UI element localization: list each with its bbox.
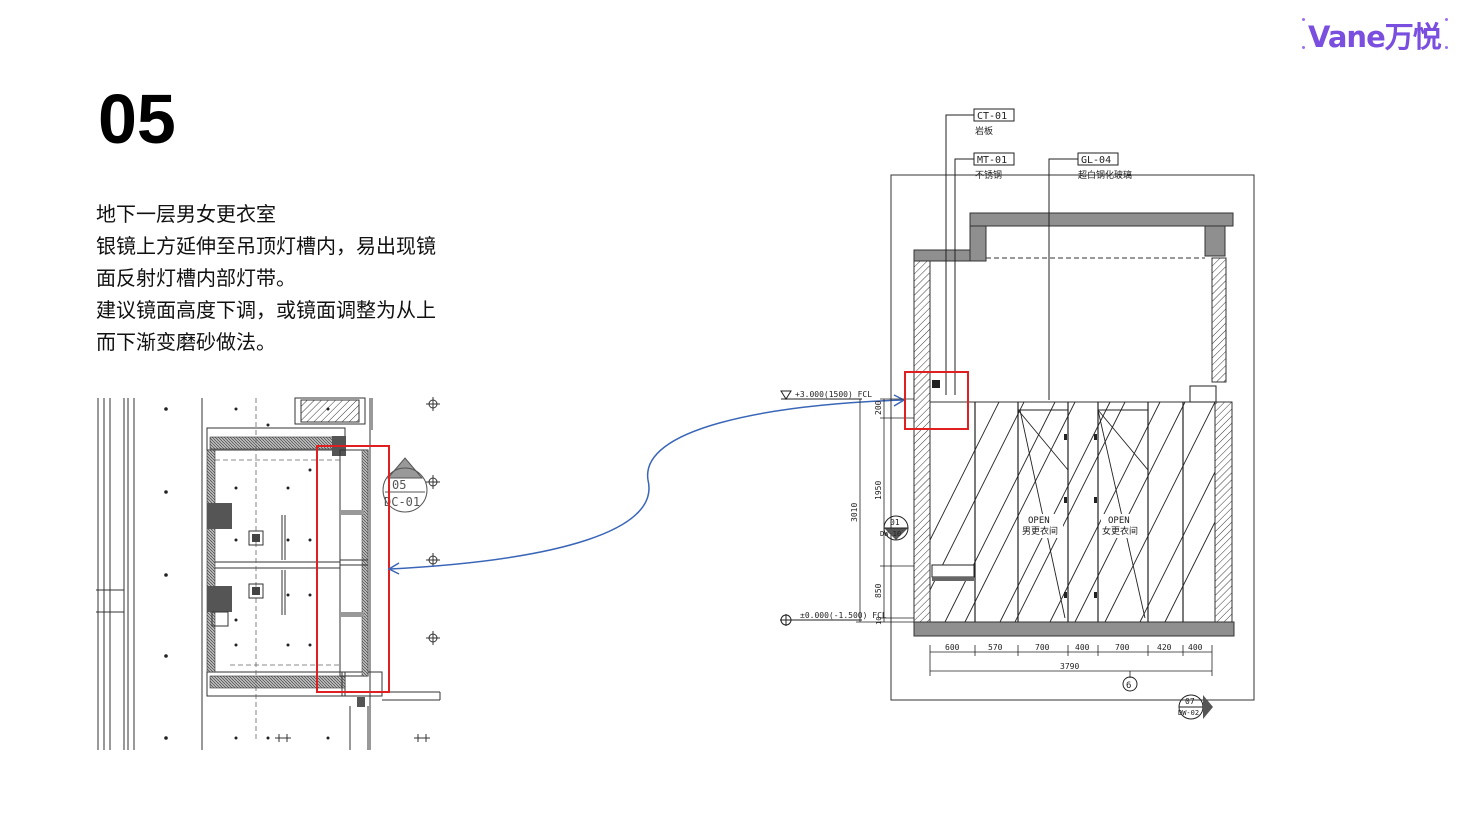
material-tag-code: GL-04 — [1081, 155, 1111, 166]
horizontal-dim: 700 — [1115, 643, 1130, 652]
material-tag-name: 不锈钢 — [975, 169, 1002, 181]
logo-dot — [1302, 46, 1305, 49]
horizontal-dim: 400 — [1188, 643, 1203, 652]
vertical-dim: 200 — [874, 400, 883, 415]
level-bottom-label: ±0.000(-1.500) FCL — [800, 611, 887, 620]
horizontal-dim: 420 — [1157, 643, 1172, 652]
description-line: 而下渐变磨砂做法。 — [96, 330, 276, 354]
brand-logo: Vane万悦 — [1300, 10, 1450, 56]
slide-number: 05 — [98, 80, 176, 158]
brand-logo-text: Vane万悦 — [1308, 20, 1442, 54]
material-tag-name: 岩板 — [975, 125, 993, 137]
material-tag-code: CT-01 — [977, 111, 1007, 122]
logo-dot — [1302, 18, 1305, 21]
elevation-drawing: OPEN 男更衣间 OPEN 女更衣间 CT-01 岩板 MT-01 不锈钢 G… — [780, 108, 1255, 720]
description-line: 银镜上方延伸至吊顶灯槽内，易出现镜 — [96, 234, 436, 258]
grid-label: 6 — [1126, 681, 1131, 691]
door-open-label: OPEN — [1028, 516, 1050, 526]
horizontal-dim: 570 — [988, 643, 1003, 652]
horizontal-dim: 600 — [945, 643, 960, 652]
elevation-highlight-box — [904, 371, 969, 430]
material-tag-code: MT-01 — [977, 155, 1007, 166]
plan-highlight-box — [316, 445, 390, 693]
door-name-label: 女更衣间 — [1102, 525, 1138, 537]
horizontal-dim: 400 — [1075, 643, 1090, 652]
total-width-dim: 3790 — [1060, 662, 1079, 671]
vertical-dim: 850 — [874, 583, 883, 598]
logo-dot — [1445, 18, 1448, 21]
section-tag-left-top: 01 — [890, 518, 900, 527]
section-tag-right-bottom: DW-02 — [1178, 709, 1199, 717]
description-line: 面反射灯槽内部灯带。 — [96, 266, 296, 290]
horizontal-dim: 700 — [1035, 643, 1050, 652]
description-line: 建议镜面高度下调，或镜面调整为从上 — [96, 298, 436, 322]
plan-section-tag-top: 05 — [392, 478, 406, 492]
total-height-dim: 3010 — [850, 503, 859, 522]
connector-arrow — [389, 399, 904, 570]
logo-dot — [1445, 46, 1448, 49]
connector-arrowhead-left — [387, 562, 400, 575]
section-tag-right-top: 07 — [1185, 697, 1195, 706]
description-block: 地下一层男女更衣室 银镜上方延伸至吊顶灯槽内，易出现镜 面反射灯槽内部灯带。 建… — [96, 198, 476, 358]
door-open-label: OPEN — [1108, 516, 1130, 526]
door-name-label: 男更衣间 — [1022, 525, 1058, 537]
floor-plan: 05 DC-01 — [96, 397, 441, 750]
level-top-label: +3.000(1500) FCL — [795, 390, 872, 399]
material-tag-name: 超白钢化玻璃 — [1078, 169, 1132, 181]
vertical-dim: 10 — [875, 617, 883, 625]
description-line: 地下一层男女更衣室 — [96, 202, 276, 226]
section-tag-left-bottom: DW-10 — [880, 530, 901, 538]
vertical-dim: 1950 — [874, 481, 883, 500]
plan-section-tag-bottom: DC-01 — [384, 495, 420, 509]
